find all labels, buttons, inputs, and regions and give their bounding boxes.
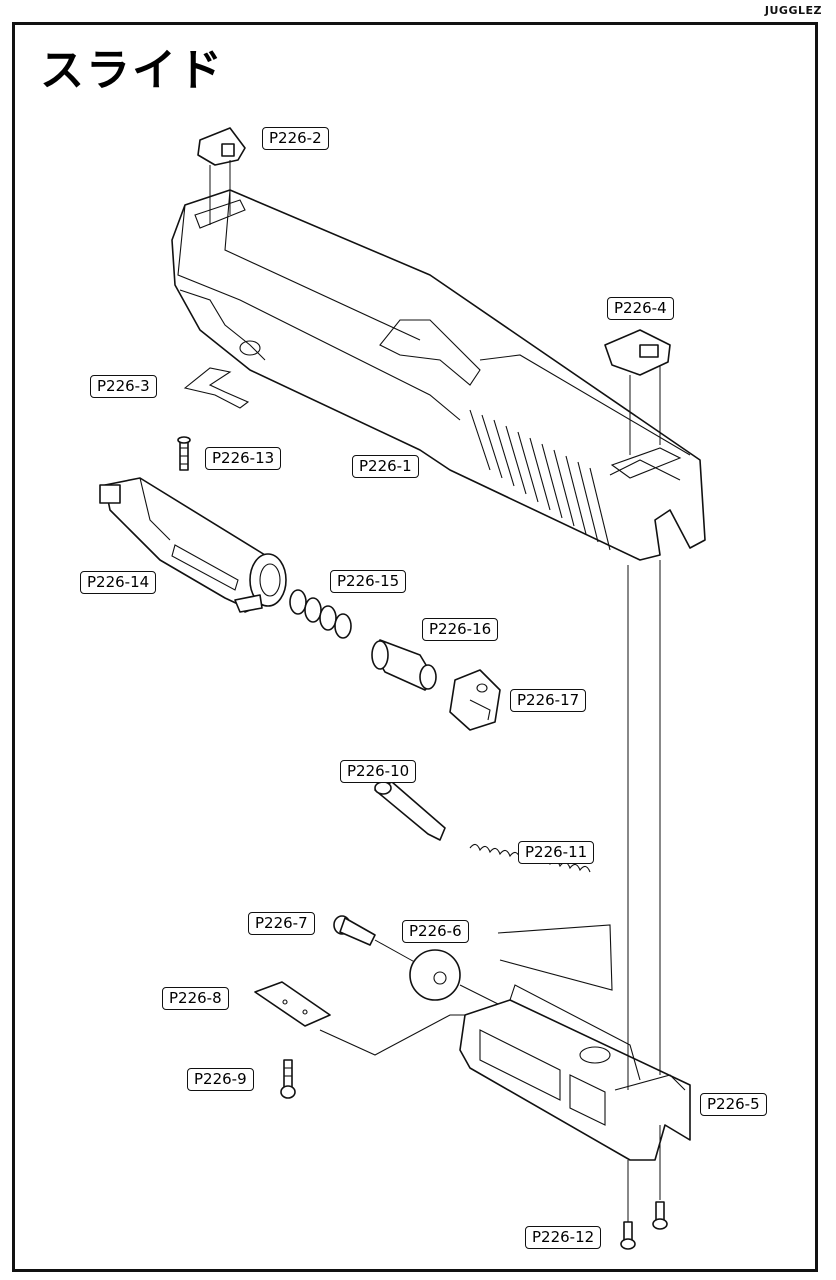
- hop-up-block: [449, 669, 501, 731]
- o-rings: [289, 589, 352, 639]
- slide-spring-clip: [183, 367, 250, 409]
- label-p226-16: P226-16: [422, 618, 499, 641]
- label-p226-5: P226-5: [700, 1093, 767, 1116]
- label-p226-7: P226-7: [248, 912, 315, 935]
- label-p226-15: P226-15: [330, 570, 407, 593]
- label-p226-6: P226-6: [402, 920, 469, 943]
- guide-pin: [374, 781, 446, 841]
- assembly-line-7: [374, 939, 421, 966]
- screw-12: [620, 1221, 636, 1250]
- slide-body: [171, 189, 706, 561]
- label-p226-1: P226-1: [352, 455, 419, 478]
- screw-7: [333, 915, 376, 946]
- label-p226-8: P226-8: [162, 987, 229, 1010]
- hop-up-chamber: [371, 639, 437, 691]
- label-p226-10: P226-10: [340, 760, 417, 783]
- small-screw-13: [177, 436, 191, 471]
- diagram-frame: [12, 22, 818, 1272]
- label-p226-9: P226-9: [187, 1068, 254, 1091]
- screw-9: [280, 1059, 296, 1099]
- label-p226-2: P226-2: [262, 127, 329, 150]
- label-p226-14: P226-14: [80, 571, 157, 594]
- page-title: スライド: [40, 45, 224, 96]
- washer: [409, 949, 461, 1001]
- rear-sight: [604, 329, 682, 479]
- brand-watermark: JUGGLEZ: [764, 4, 822, 17]
- assembly-line-8: [319, 1014, 470, 1056]
- label-p226-12: P226-12: [525, 1226, 602, 1249]
- assembly-bracket: [497, 924, 613, 991]
- label-p226-4: P226-4: [607, 297, 674, 320]
- front-sight: [194, 127, 246, 229]
- screw-12b: [652, 1201, 668, 1230]
- label-p226-13: P226-13: [205, 447, 282, 470]
- label-p226-11: P226-11: [518, 841, 595, 864]
- label-p226-17: P226-17: [510, 689, 587, 712]
- label-p226-3: P226-3: [90, 375, 157, 398]
- blowback-housing: [459, 984, 691, 1161]
- barrel: [99, 477, 287, 613]
- cover-plate: [254, 981, 331, 1027]
- assembly-line-6: [459, 984, 501, 1006]
